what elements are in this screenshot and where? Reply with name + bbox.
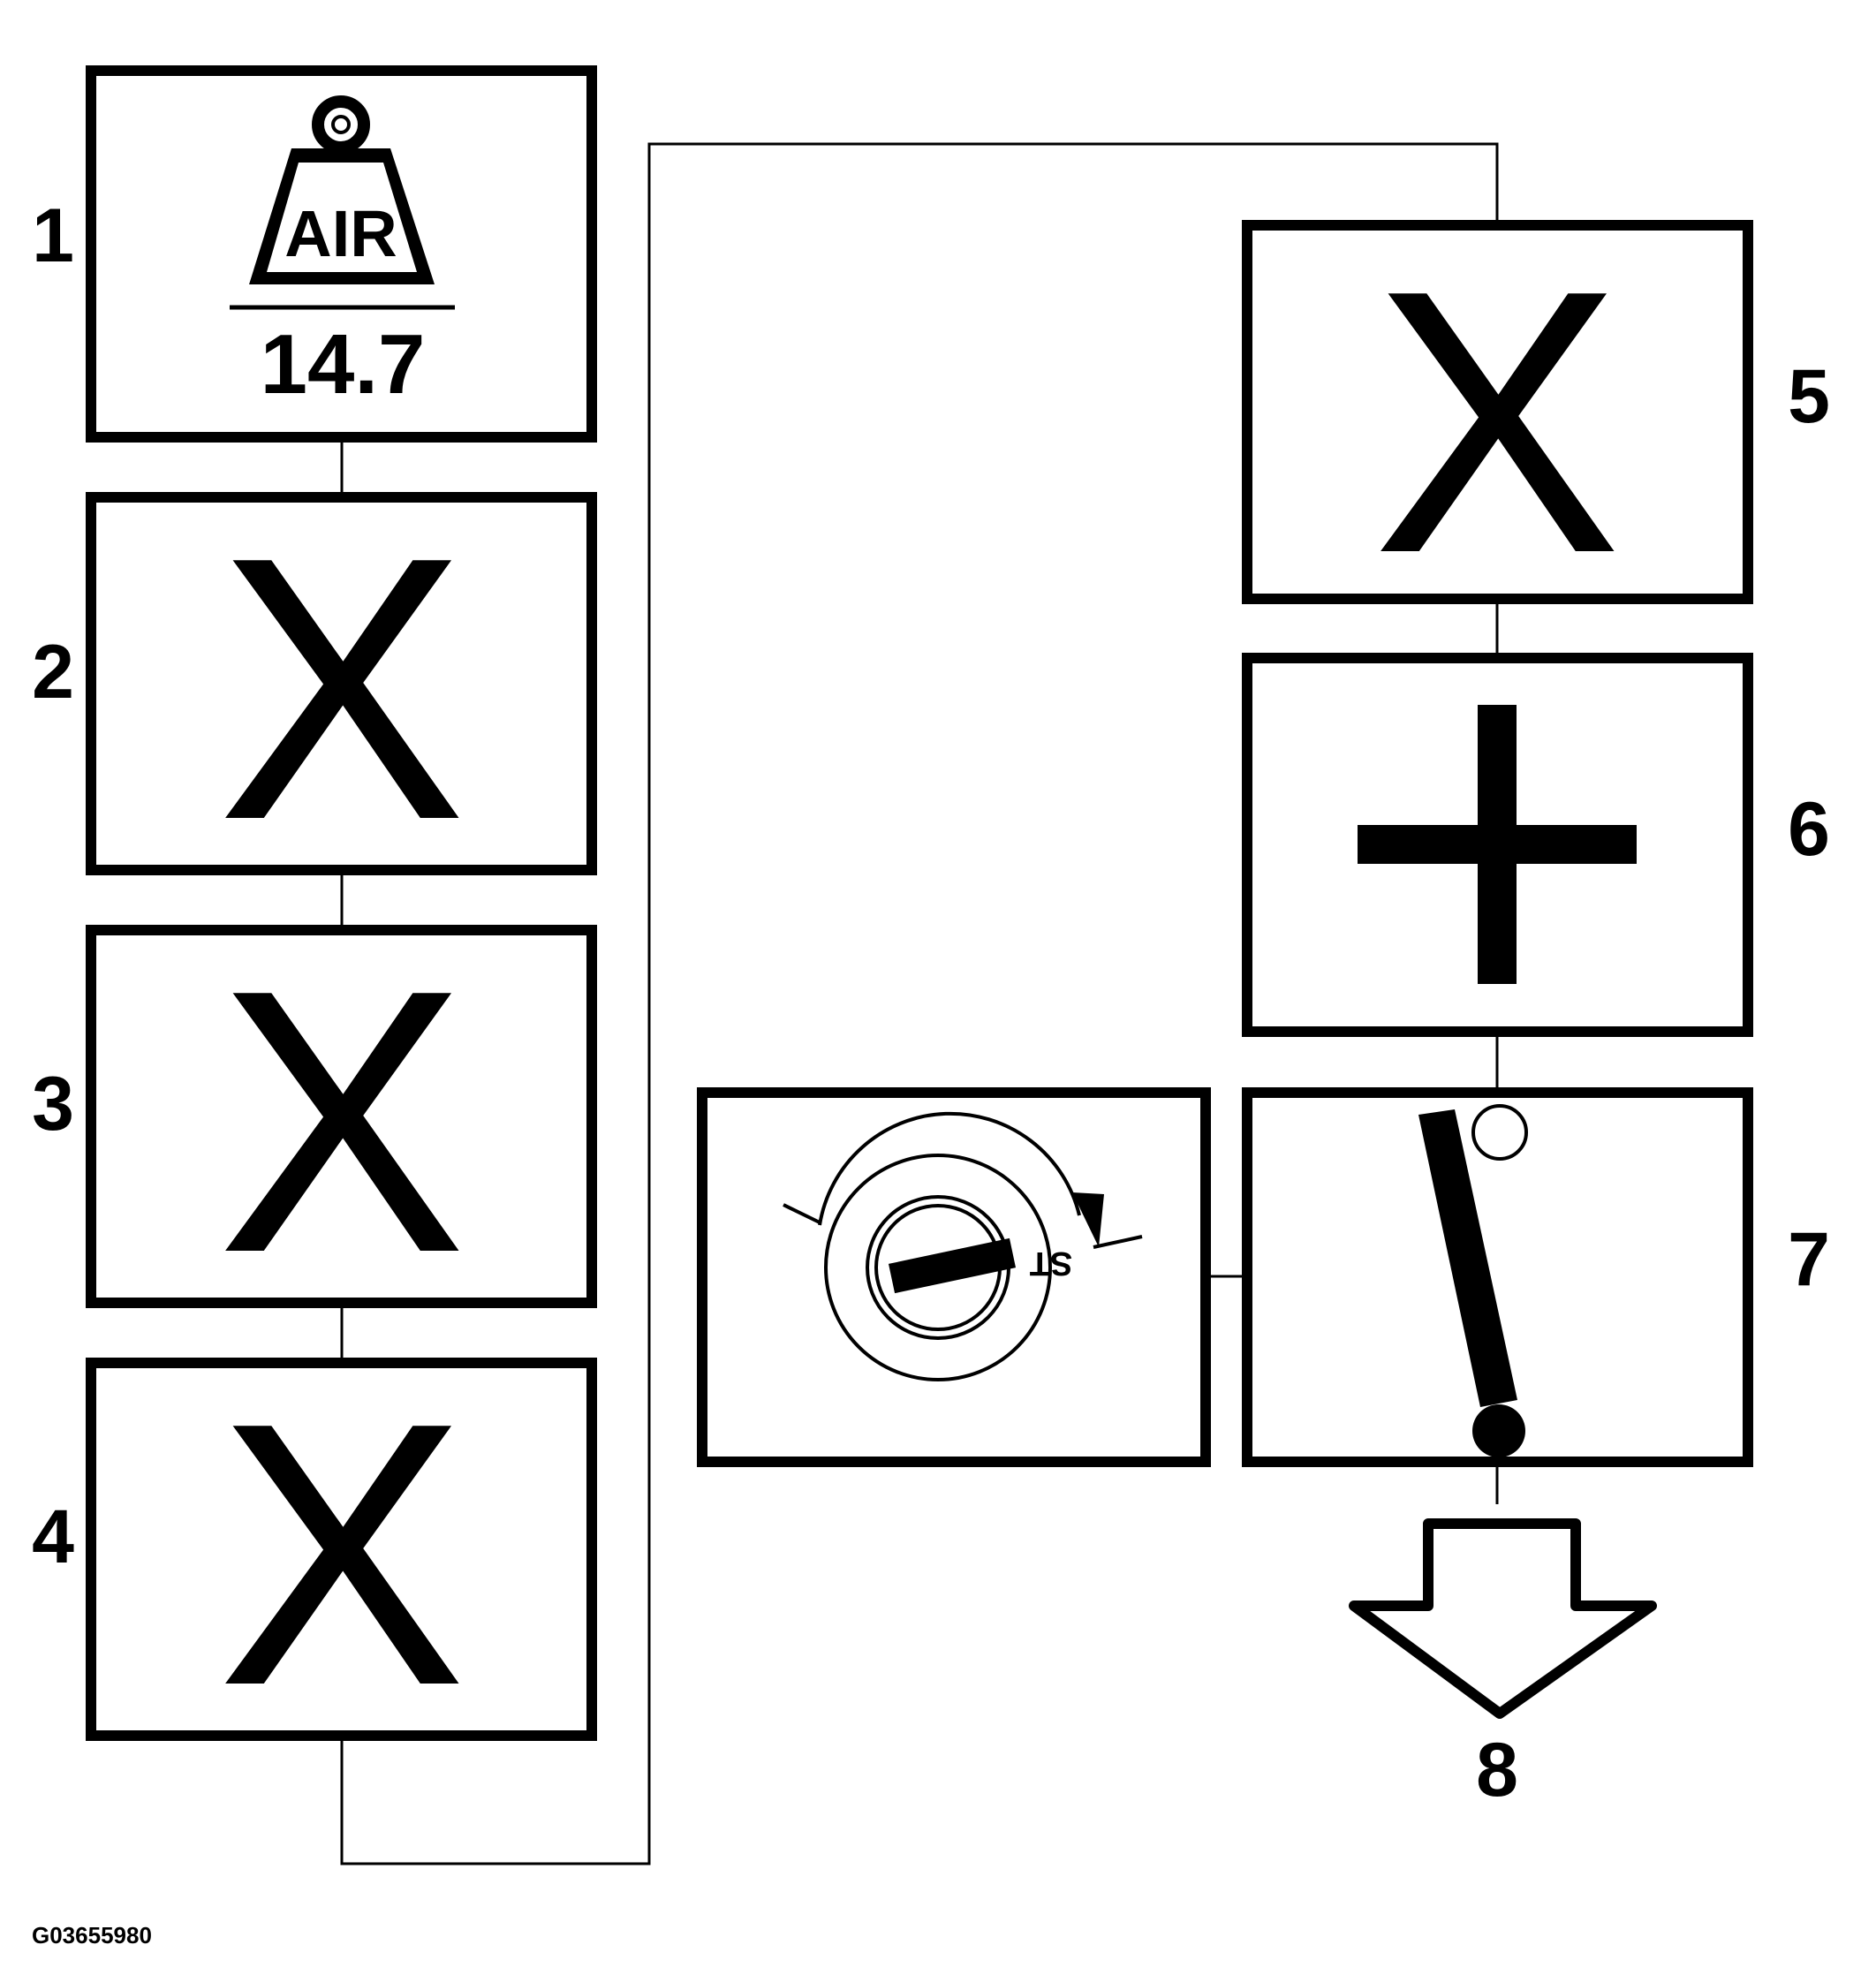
air-pressure-value: 14.7 [261,317,426,412]
x-icon: X [217,479,467,897]
plus-icon [1358,705,1637,984]
step-label-1: 1 [32,193,74,278]
air-weight-label: AIR [284,197,397,270]
step-1-box: AIR 14.7 [86,65,597,443]
ignition-key-box: ST [697,1087,1311,1467]
step-7-box [1242,1087,1753,1467]
step-3-box: X [86,912,597,1330]
air-weight-icon: AIR [249,95,435,284]
x-icon: X [217,1344,467,1763]
start-position-label: ST [1030,1245,1073,1282]
figure-code: G03655980 [32,1922,152,1949]
step-number-labels: 1 2 3 4 5 6 7 8 [32,193,1830,1812]
step-label-5: 5 [1788,354,1830,439]
step-label-6: 6 [1788,787,1830,872]
step-4-box: X [86,1344,597,1763]
connector-node [1471,1104,1528,1161]
step-label-4: 4 [32,1494,74,1579]
step-label-2: 2 [32,630,74,715]
step-5-box: X [1242,212,1753,631]
step-label-8: 8 [1476,1728,1518,1812]
step-6-box [1242,653,1753,1037]
step-2-box: X [86,479,597,897]
x-icon: X [1373,212,1623,631]
connector-lines [340,142,1499,1865]
step-label-3: 3 [32,1062,74,1146]
pointer-lever-icon [1418,1109,1525,1457]
down-arrow-icon [1349,1518,1657,1719]
ignition-key-start-icon: ST [783,1111,1143,1381]
x-icon: X [217,912,467,1330]
step-label-7: 7 [1788,1217,1830,1302]
